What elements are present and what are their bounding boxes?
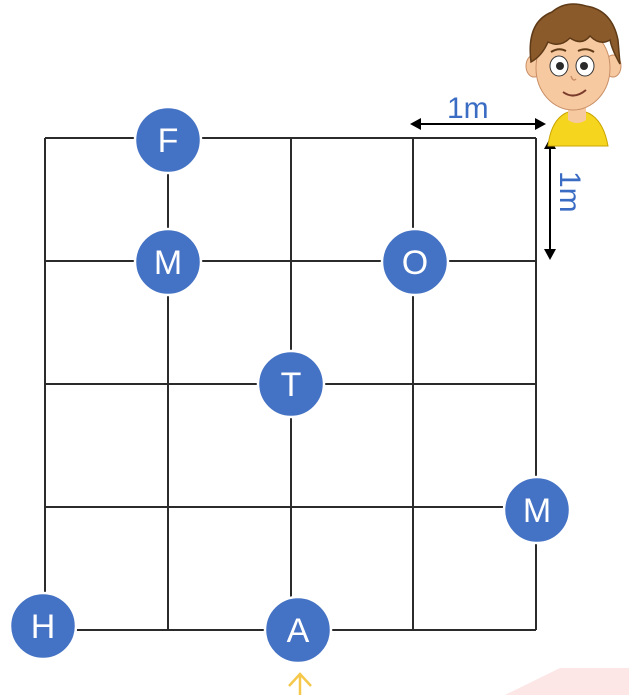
node-letter-h: H xyxy=(8,591,78,661)
node-circle-m-top xyxy=(133,227,203,297)
vertical-scale: 1m xyxy=(544,138,586,260)
boy-right-pupil xyxy=(580,62,588,70)
node-letter-f: F xyxy=(133,105,203,175)
start-arrow-head xyxy=(288,672,312,687)
corner-watermark xyxy=(505,668,629,695)
node-circle-t xyxy=(256,349,326,419)
boy-neck xyxy=(568,108,586,123)
node-label-f: F xyxy=(158,122,179,160)
horizontal-scale-label: 1m xyxy=(447,92,489,125)
horizontal-scale-right-arrowhead xyxy=(535,118,546,130)
node-letter-o: O xyxy=(380,227,450,297)
boy-mouth xyxy=(562,89,587,97)
node-circle-h xyxy=(8,591,78,661)
vertical-scale-label: 1m xyxy=(553,171,586,213)
boy-right-brow xyxy=(577,48,595,53)
node-circle-f xyxy=(133,105,203,175)
node-circle-a xyxy=(263,595,333,665)
boy-cartoon-icon xyxy=(525,3,622,147)
node-letter-t: T xyxy=(256,349,326,419)
node-circle-m-right xyxy=(502,475,572,545)
vertical-scale-bottom-arrowhead xyxy=(544,249,556,260)
node-label-o: O xyxy=(402,244,428,282)
horizontal-scale: 1m xyxy=(410,92,546,130)
node-letter-m-right: M xyxy=(502,475,572,545)
boy-left-brow xyxy=(550,48,567,53)
boy-nose xyxy=(570,75,577,81)
node-label-a: A xyxy=(287,612,310,650)
horizontal-scale-left-arrowhead xyxy=(410,118,421,130)
node-letter-m-top: M xyxy=(133,227,203,297)
node-letter-a: A xyxy=(263,595,333,665)
node-label-m-top: M xyxy=(154,244,182,282)
boy-left-pupil xyxy=(556,62,564,70)
up-arrow-icon xyxy=(288,672,312,695)
node-label-m-right: M xyxy=(523,492,551,530)
node-label-h: H xyxy=(31,608,56,646)
node-label-t: T xyxy=(281,366,302,404)
boy-hair xyxy=(529,3,621,65)
node-circle-o xyxy=(380,227,450,297)
